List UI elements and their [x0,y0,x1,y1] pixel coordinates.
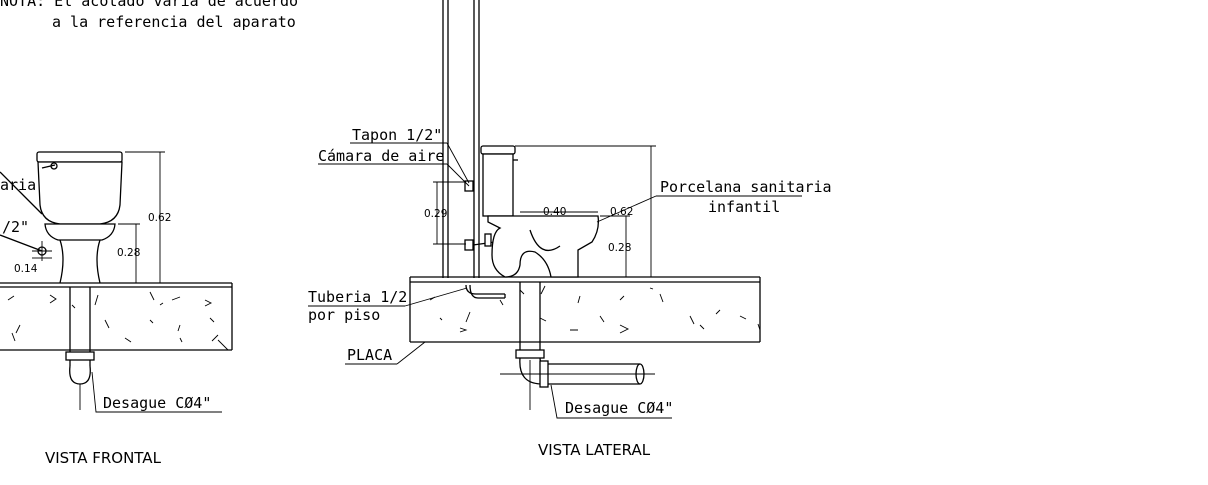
lateral-dim-pipe: 0.29 [424,208,447,220]
lateral-dimensions [433,145,656,277]
frontal-tapon-label: /2" [2,218,29,236]
lateral-drain [500,282,672,419]
lateral-view: 0.40 0.62 0.28 0.29 Tapon 1/2" Cámara de… [308,0,832,459]
frontal-dim-small: 0.14 [14,263,38,275]
frontal-view: aria /2" 0.62 0.28 0.14 Desague CØ4" VIS… [0,151,233,467]
lateral-toilet [480,145,600,278]
note-line-1: NOTA: El acotado varia de acuerdo [0,0,298,10]
lateral-dim-depth: 0.40 [543,206,566,218]
lateral-tapon-label: Tapon 1/2" [352,126,442,144]
lateral-porcelana-label-1: Porcelana sanitaria [660,178,832,196]
lateral-placa-label: PLACA [347,346,392,364]
lateral-dim-mid: 0.28 [608,242,631,254]
frontal-drain [65,287,222,413]
lateral-leaders [308,142,802,365]
frontal-drain-label: Desague CØ4" [103,394,211,412]
lateral-title: VISTA LATERAL [538,441,651,459]
lateral-slab [409,276,761,343]
frontal-dim-total: 0.62 [148,212,171,224]
note-line-2: a la referencia del aparato [52,13,296,31]
lateral-dim-total: 0.62 [610,206,633,218]
frontal-title: VISTA FRONTAL [45,449,162,467]
frontal-porcelana-label: aria [0,176,36,194]
lateral-supply-pipes [442,0,496,278]
note: NOTA: El acotado varia de acuerdo a la r… [0,0,298,31]
lateral-camara-label: Cámara de aire [318,147,444,165]
frontal-slab [0,282,233,351]
frontal-dim-mid: 0.28 [117,247,140,259]
lateral-porcelana-label-2: infantil [708,198,780,216]
frontal-dimensions [32,151,165,283]
lateral-tuberia-label-2: por piso [308,306,380,324]
lateral-drain-label: Desague CØ4" [565,399,673,417]
lateral-tuberia-label-1: Tuberia 1/2 [308,288,407,306]
frontal-toilet [0,151,123,284]
